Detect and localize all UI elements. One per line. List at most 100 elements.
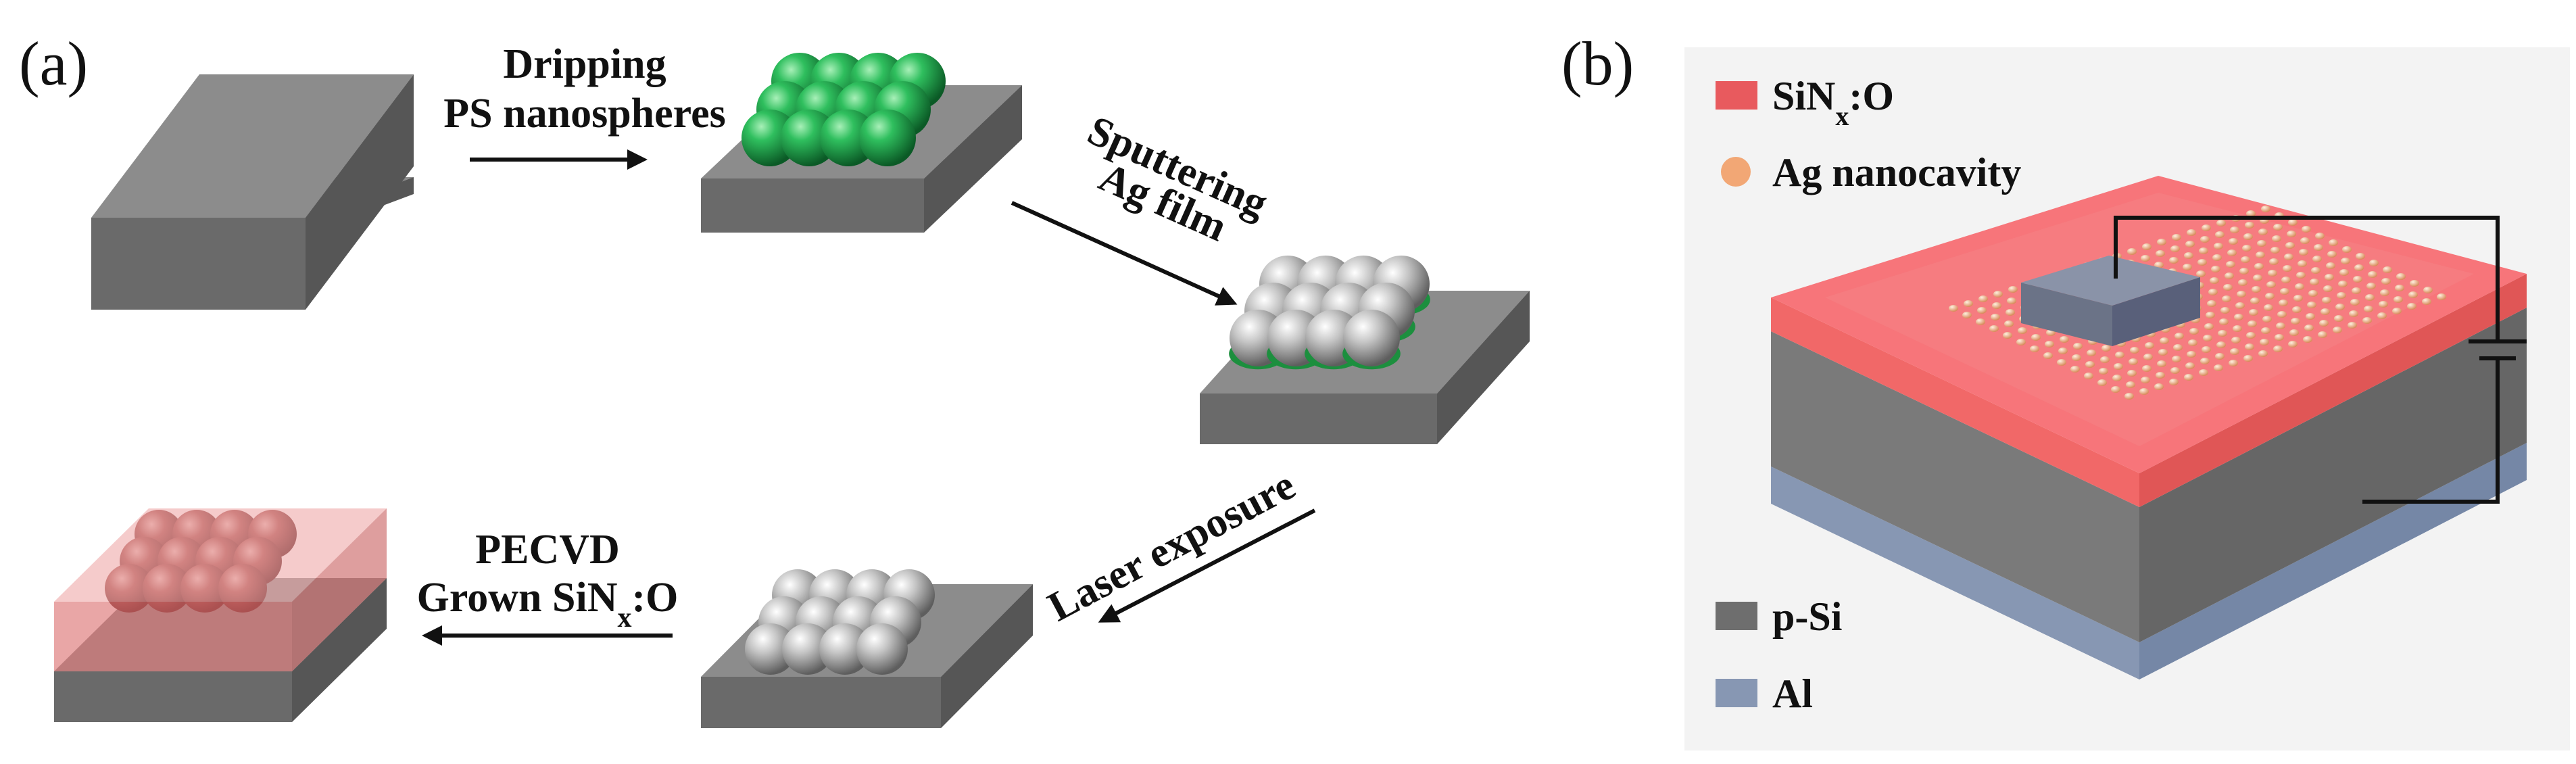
ag-nanocavity-dot (2396, 273, 2406, 280)
ag-nanocavity-dot (2325, 274, 2334, 281)
ag-nanocavity-dot (1978, 295, 1988, 302)
ag-nanocavity-dot (2377, 312, 2387, 319)
ag-nanocavity-dot (2142, 243, 2152, 250)
ag-nanocavity-dot (2356, 253, 2365, 260)
ag-nanocavity-dot (2070, 366, 2080, 373)
ag-nanocavity-dot (2030, 345, 2039, 352)
ag-nanocavity-dot (2245, 222, 2254, 229)
ag-nanocavity-dot (2215, 353, 2225, 360)
ag-nanocavity-dot (2004, 320, 2014, 327)
ag-nanocavity-dot (2143, 354, 2153, 360)
ag-nanocavity-dot (2219, 318, 2229, 325)
ag-nanocavity-dot (2354, 264, 2364, 271)
ag-nanocavity-dot (2245, 343, 2254, 350)
ag-nanocavity-dot (2293, 295, 2303, 302)
ag-nanocavity-dot (2246, 210, 2256, 217)
ag-nanocavity-dot (2243, 355, 2253, 362)
ag-nanocavity-dot (2308, 290, 2318, 297)
silver-sphere (782, 623, 833, 675)
ag-nanocavity-dot (2206, 312, 2215, 318)
ag-nanocavity-dot (2295, 283, 2304, 290)
ag-nanocavity-dot (2423, 287, 2433, 293)
ag-nanocavity-dot (2322, 297, 2331, 304)
ag-nanocavity-dot (2312, 256, 2322, 262)
ag-nanocavity-dot (2362, 317, 2372, 324)
legend-label-al: Al (1772, 671, 1813, 716)
ag-nanocavity-dot (2214, 243, 2223, 249)
ag-nanocavity-dot (2437, 293, 2446, 300)
ag-nanocavity-dot (2337, 292, 2346, 299)
ag-nanocavity-dot (2214, 364, 2223, 371)
ag-nanocavity-dot (2339, 269, 2349, 276)
silver-sphere (819, 623, 871, 675)
ag-nanocavity-dot (2169, 257, 2179, 264)
ag-nanocavity-dot (2269, 258, 2279, 265)
ag-nanocavity-dot (2277, 311, 2287, 318)
ag-nanocavity-dot (2335, 304, 2345, 310)
ag-nanocavity-dot (2296, 272, 2306, 279)
ag-nanocavity-dot (2291, 318, 2300, 325)
circuit (2114, 216, 2527, 504)
ag-nanocavity-dot (2283, 265, 2292, 272)
ag-nanocavity-dot (2314, 244, 2323, 251)
ag-nanocavity-dot (2057, 359, 2066, 366)
ag-nanocavity-dot (2223, 284, 2233, 291)
ag-nanocavity-dot (2225, 272, 2234, 279)
ag-nanocavity-dot (2141, 377, 2150, 383)
ag-nanocavity-dot (2170, 367, 2180, 374)
ag-nanocavity-dot (2156, 250, 2165, 257)
ag-nanocavity-dot (2243, 233, 2253, 240)
coated-sphere (180, 564, 229, 613)
ag-nanocavity-dot (2318, 331, 2327, 338)
ag-nanocavity-dot (2348, 322, 2357, 329)
ag-nanocavity-dot (2334, 315, 2343, 322)
ag-nanocavity-dot (2169, 379, 2179, 385)
ag-nanocavity-dot (2142, 365, 2152, 372)
ag-nanocavity-dot (2241, 256, 2250, 263)
ag-nanocavity-dot (2227, 249, 2237, 256)
ps-sphere (742, 110, 798, 166)
ag-nanocavity-dot (2157, 360, 2166, 367)
ag-nanocavity-dot (2268, 270, 2277, 277)
ag-nanocavity-dot (2230, 348, 2239, 355)
ag-nanocavity-dot (2327, 251, 2337, 258)
ag-nanocavity-dot (2272, 235, 2281, 242)
ag-nanocavity-dot (2199, 369, 2208, 376)
ag-nanocavity-dot (2043, 352, 2053, 359)
ag-nanocavity-dot (2264, 304, 2273, 311)
ag-nanocavity-dot (2303, 336, 2312, 343)
ag-nanocavity-dot (2185, 241, 2195, 247)
ps-sphere (820, 110, 877, 166)
ag-nanocavity-dot (2216, 220, 2226, 226)
ag-nanocavity-dot (2220, 307, 2230, 314)
ag-nanocavity-dot (2350, 299, 2360, 306)
panel-a-label: (a) (19, 29, 88, 98)
ag-nanocavity-dot (2300, 237, 2310, 244)
coated-sphere (143, 564, 191, 613)
coated-sphere (105, 564, 153, 613)
ag-nanocavity-dot (2229, 360, 2238, 366)
ag-nanocavity-dot (2261, 327, 2270, 334)
legend-label-sinxo: SiNx:O (1772, 74, 1894, 131)
ag-nanocavity-dot (2215, 231, 2225, 238)
legend-swatch-ag (1721, 157, 1751, 187)
arrow-sputtering (1011, 201, 1238, 306)
ag-coated-sphere (1343, 310, 1400, 366)
ag-nanocavity-dot (2323, 285, 2333, 292)
ag-nanocavity-dot (2304, 325, 2314, 331)
ag-nanocavity-dot (2349, 310, 2358, 317)
ag-nanocavity-dot (2187, 229, 2196, 236)
ag-nanocavity-dot (2315, 233, 2325, 239)
legend-swatch-sinxo (1716, 81, 1757, 110)
ag-nanocavity-dot (2407, 303, 2416, 310)
ag-nanocavity-dot (2276, 323, 2285, 329)
ag-nanocavity-dot (2208, 289, 2218, 295)
ag-nanocavity-dot (2115, 352, 2124, 358)
ag-nanocavity-dot (2101, 345, 2111, 352)
ag-nanocavity-dot (2261, 206, 2270, 212)
arrow-laser (1098, 508, 1316, 623)
ag-nanocavity-dot (2326, 262, 2335, 269)
ag-nanocavity-dot (2231, 337, 2241, 343)
ag-nanocavity-dot (2341, 258, 2350, 264)
coated-sphere (218, 564, 267, 613)
